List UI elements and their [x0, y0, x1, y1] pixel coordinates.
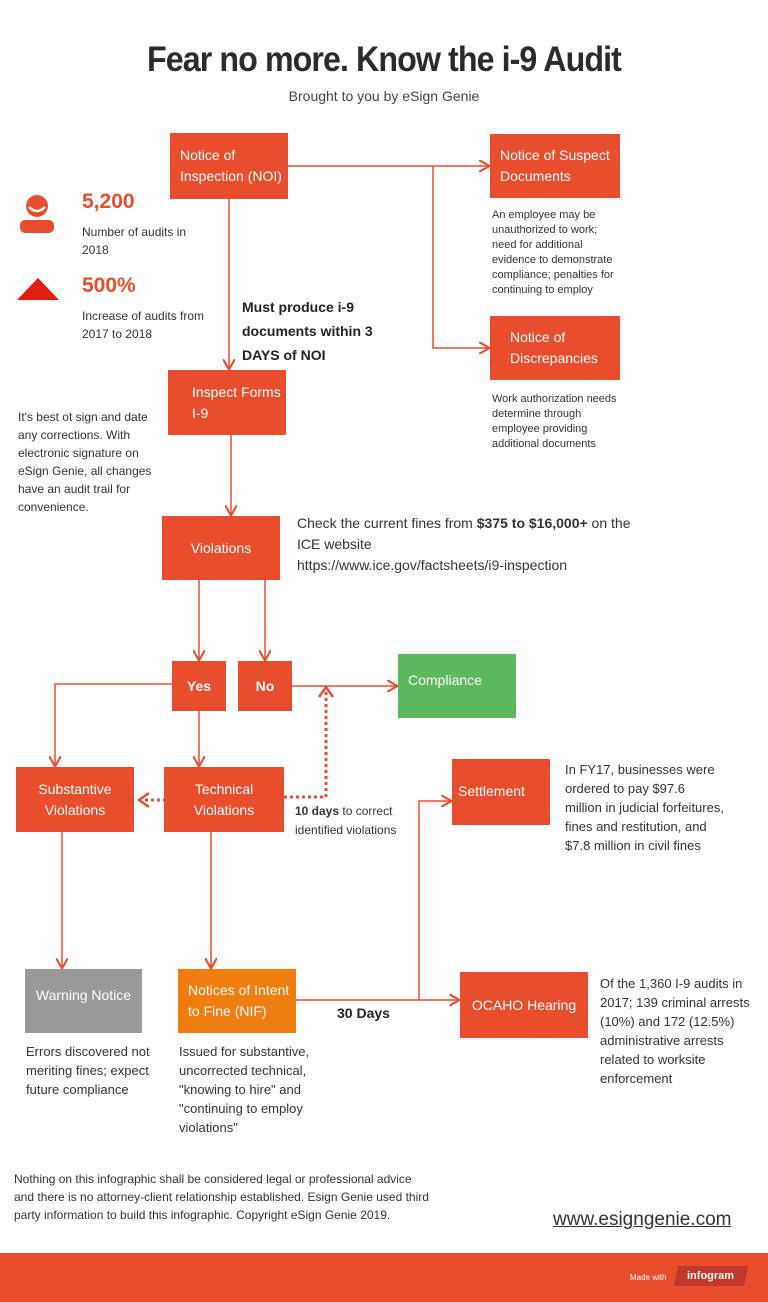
person-icon — [17, 193, 57, 233]
note-ocaho: Of the 1,360 I-9 audits in 2017; 139 cri… — [600, 976, 750, 1086]
node-discrepancies: Notice of Discrepancies — [490, 316, 620, 380]
audits-increase-label: Increase of audits from 2017 to 2018 — [82, 309, 205, 341]
note-must-produce: Must produce i-9 documents within 3 DAYS… — [242, 299, 373, 363]
website-link[interactable]: www.esigngenie.com — [553, 1209, 732, 1230]
node-warning-notice: Warning Notice — [25, 969, 142, 1033]
page-title: Fear no more. Know the i-9 Audit — [147, 40, 622, 79]
node-violations: Violations — [162, 516, 280, 580]
audits-count: 5,200 — [82, 190, 135, 213]
node-no: No — [238, 661, 292, 711]
node-settlement: Settlement — [452, 759, 550, 825]
page-subtitle: Brought to you by eSign Genie — [288, 88, 480, 104]
node-noi: Notice of Inspection (NOI) — [170, 133, 288, 199]
note-ten-days: 10 days to correct identified violations — [295, 802, 425, 840]
note-fines-range: $375 to $16,000+ — [476, 515, 588, 531]
node-yes: Yes — [172, 661, 226, 711]
audits-increase: 500% — [82, 274, 136, 297]
node-suspect-documents: Notice of Suspect Documents — [490, 134, 620, 198]
footer-bar — [0, 1253, 768, 1302]
note-ten-days-text: to correct identified violations — [295, 804, 397, 837]
ice-link[interactable]: https://www.ice.gov/factsheets/i9-inspec… — [297, 557, 568, 573]
node-nif: Notices of Intent to Fine (NIF) — [178, 969, 296, 1033]
infogram-brand: infogram — [687, 1270, 735, 1282]
note-sign-date: It's best ot sign and date any correctio… — [18, 410, 152, 514]
note-suspect-documents: An employee may be unauthorized to work;… — [492, 209, 614, 296]
node-substantive-violations: Substantive Violations — [16, 767, 134, 832]
note-discrepancies: Work authorization needs determine throu… — [492, 393, 617, 450]
note-nif: Issued for substantive, uncorrected tech… — [179, 1044, 310, 1135]
note-fines-text-end: on the ICE website — [297, 515, 631, 552]
node-technical-violations: Technical Violations — [164, 767, 284, 832]
disclaimer: Nothing on this infographic shall be con… — [14, 1172, 429, 1222]
note-fines-text: Check the current fines from — [297, 515, 477, 531]
node-inspect-forms: Inspect Forms I-9 — [168, 370, 286, 435]
made-with-label: Made with — [630, 1273, 667, 1282]
note-ten-days-value: 10 days — [295, 804, 340, 818]
infogram-logo[interactable]: infogram — [673, 1266, 749, 1286]
note-warning-notice: Errors discovered not meriting fines; ex… — [26, 1044, 150, 1097]
note-settlement: In FY17, businesses were ordered to pay … — [565, 762, 724, 853]
note-thirty-days: 30 Days — [337, 1005, 390, 1021]
node-compliance: Compliance — [398, 654, 516, 718]
note-fines: Check the current fines from $375 to $16… — [297, 513, 637, 576]
triangle-up-icon — [17, 278, 59, 300]
node-ocaho-hearing: OCAHO Hearing — [460, 972, 588, 1038]
audits-count-label: Number of audits in 2018 — [82, 225, 187, 257]
